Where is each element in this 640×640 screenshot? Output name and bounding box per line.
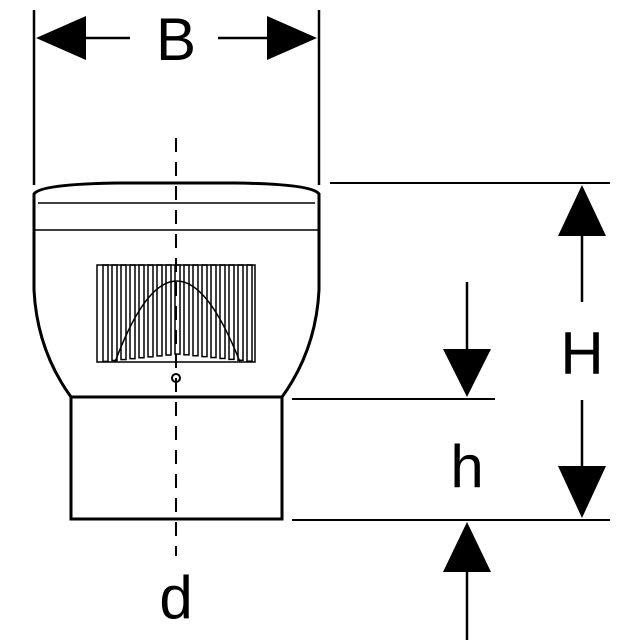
arrowhead-right bbox=[267, 16, 317, 60]
arrowhead-h-bottom bbox=[558, 466, 606, 518]
grille-bar bbox=[192, 264, 199, 357]
grille-bar bbox=[156, 264, 163, 357]
grille-bar bbox=[237, 264, 244, 362]
arrowhead-socket-top bbox=[443, 349, 491, 397]
grille-bars bbox=[102, 264, 253, 363]
arrowhead-h-top bbox=[558, 185, 606, 236]
grille-bar bbox=[111, 264, 118, 362]
grille-bar bbox=[219, 264, 226, 360]
grille-bar bbox=[138, 264, 145, 359]
label-d: d bbox=[159, 564, 192, 631]
grille-bar bbox=[165, 264, 172, 356]
label-b: B bbox=[156, 6, 196, 73]
grille-dome bbox=[114, 280, 241, 363]
label-h-socket: h bbox=[450, 433, 483, 500]
arrowhead-socket-bottom bbox=[443, 522, 491, 572]
cap-outline bbox=[32, 181, 321, 399]
dimension-b: B bbox=[32, 6, 321, 185]
grille-bar bbox=[246, 264, 253, 362]
dimension-h-total: H bbox=[558, 185, 606, 518]
grille-bar bbox=[102, 264, 109, 363]
grille-bar bbox=[228, 264, 235, 361]
reference-lines bbox=[292, 182, 610, 521]
vent-body bbox=[32, 181, 321, 521]
arrowhead-left bbox=[36, 16, 86, 60]
membrane-grille bbox=[96, 264, 256, 383]
socket bbox=[69, 395, 284, 521]
dimension-h-socket: h bbox=[443, 282, 491, 640]
label-h-total: H bbox=[560, 320, 603, 387]
grille-bar bbox=[183, 264, 190, 356]
grille-bar bbox=[201, 264, 208, 358]
grille-bar bbox=[147, 264, 154, 358]
grille-bar bbox=[129, 264, 136, 360]
grille-bar bbox=[120, 264, 127, 361]
